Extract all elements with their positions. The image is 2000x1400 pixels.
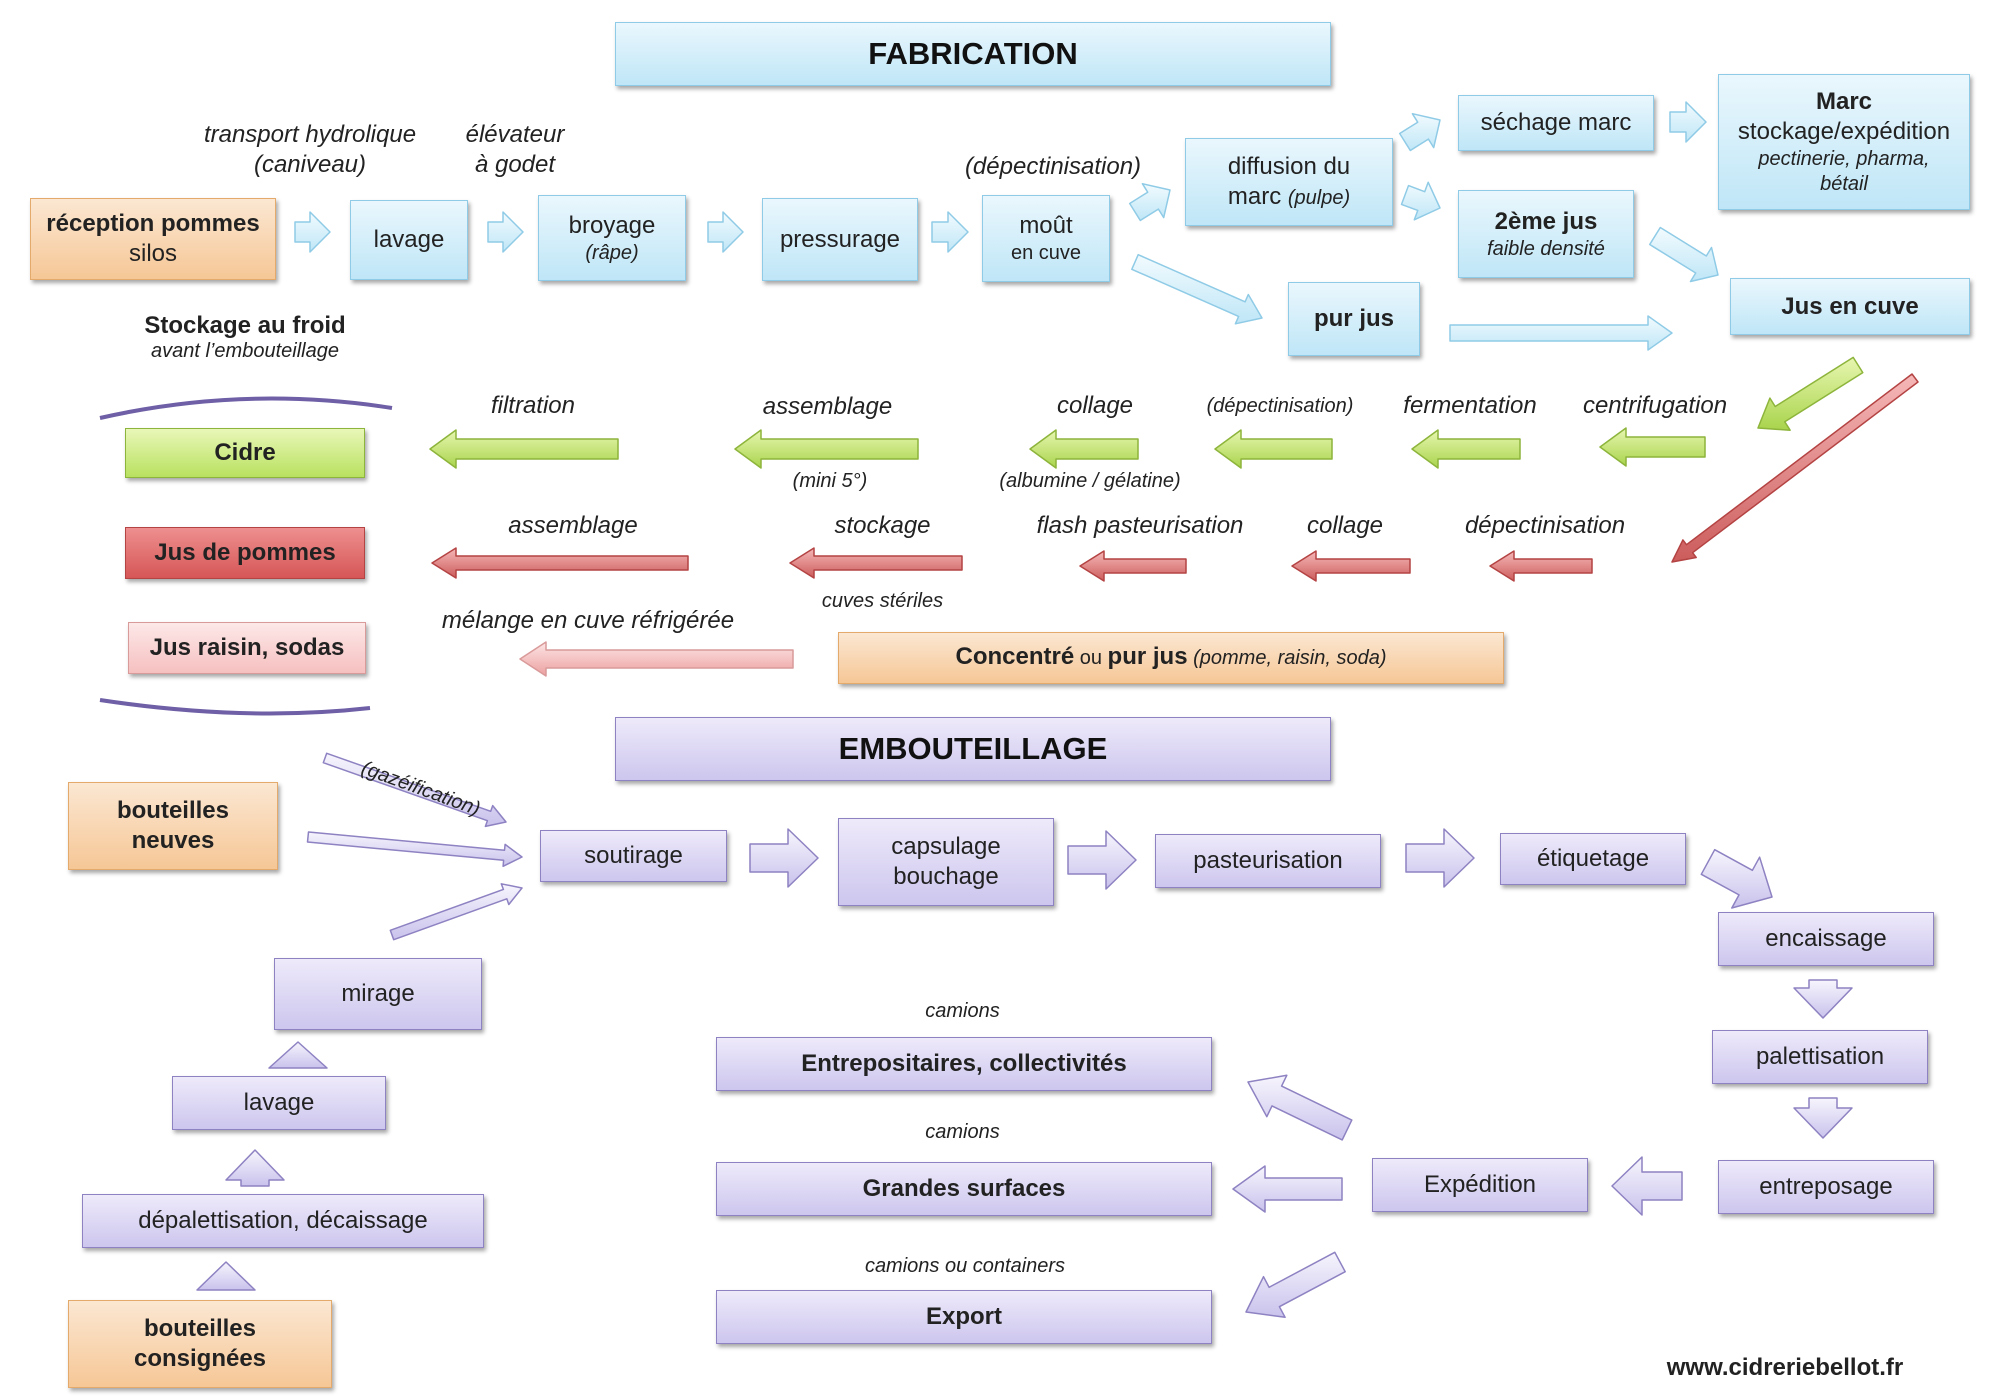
arrow-assemblage-jus <box>431 547 689 579</box>
box-bouteilles-consignees: bouteilles consignées <box>68 1300 332 1388</box>
box-broyage: broyage (râpe) <box>538 195 686 281</box>
box-expedition: Expédition <box>1372 1158 1588 1212</box>
label-camions-2: camions <box>925 1121 1000 1143</box>
label-collage-cidre: collage <box>1056 392 1134 419</box>
box-palettisation: palettisation <box>1712 1030 1928 1084</box>
box-etiquetage: étiquetage <box>1500 833 1686 885</box>
arrow-lavage-to-mirage <box>268 1041 328 1069</box>
arrow-fermentation <box>1411 429 1521 469</box>
label-centrifugation: centrifugation <box>1582 392 1728 419</box>
arrow-diffusion-to-deuxieme-jus <box>1400 181 1441 221</box>
arrow-bouteilles-neuves-to-soutirage <box>306 831 523 868</box>
arrow-deuxieme-jus-to-jus-en-cuve <box>1648 226 1719 283</box>
arrow-stockage-jus <box>789 547 963 579</box>
arrow-flash-pasteurisation <box>1079 550 1187 582</box>
arrow-capsulage-to-pasteurisation <box>1067 830 1137 890</box>
label-depectinisation-top: (dépectinisation) <box>964 153 1142 180</box>
arrow-consignees-to-depalettisation <box>196 1261 256 1291</box>
box-bouteilles-neuves: bouteilles neuves <box>68 782 278 870</box>
label-assemblage-cidre: assemblage <box>762 393 893 420</box>
label-fermentation: fermentation <box>1403 392 1537 419</box>
box-depalettisation: dépalettisation, décaissage <box>82 1194 484 1248</box>
arrow-collage-cidre <box>1029 429 1139 469</box>
arrow-soutirage-to-capsulage <box>749 828 819 888</box>
box-jus-en-cuve: Jus en cuve <box>1730 278 1970 335</box>
box-soutirage: soutirage <box>540 830 727 882</box>
box-lavage-bouteilles: lavage <box>172 1076 386 1130</box>
arrow-diffusion-to-sechage <box>1398 112 1441 152</box>
label-melange-cuve: mélange en cuve réfrigérée <box>441 607 735 634</box>
website-url: www.cidreriebellot.fr <box>1666 1354 1904 1381</box>
box-sechage-marc: séchage marc <box>1458 95 1654 151</box>
arrow-assemblage-cidre <box>734 429 919 469</box>
arrow-jus-en-cuve-to-jus-line <box>1671 373 1919 563</box>
arrow-expedition-to-entrepositaires <box>1247 1074 1353 1141</box>
arrow-filtration <box>429 429 619 469</box>
box-jus-raisin-sodas: Jus raisin, sodas <box>128 622 366 674</box>
label-elevateur: élévateur à godet <box>465 121 565 178</box>
box-pasteurisation: pasteurisation <box>1155 834 1381 888</box>
arrow-pasteurisation-to-etiquetage <box>1405 828 1475 888</box>
label-flash-pasteurisation: flash pasteurisation <box>1036 512 1244 539</box>
label-transport-hydrolique: transport hydrolique (caniveau) <box>203 121 417 178</box>
arrow-etiquetage-to-encaissage <box>1700 848 1773 909</box>
arrow-entreposage-to-expedition <box>1611 1156 1683 1216</box>
label-cuves-steriles: cuves stériles <box>821 590 944 612</box>
box-export: Export <box>716 1290 1212 1344</box>
arrow-expedition-to-export <box>1245 1251 1346 1319</box>
label-depectinisation-cidre: (dépectinisation) <box>1206 395 1354 417</box>
box-entreposage: entreposage <box>1718 1160 1934 1214</box>
arrow-melange <box>519 641 794 677</box>
label-filtration: filtration <box>490 392 576 419</box>
box-jus-de-pommes: Jus de pommes <box>125 527 365 579</box>
box-marc: Marc stockage/expédition pectinerie, pha… <box>1718 74 1970 210</box>
box-cidre: Cidre <box>125 428 365 478</box>
arrow-pur-jus-to-jus-en-cuve <box>1449 315 1673 351</box>
arrow-broyage-to-pressurage <box>707 211 744 253</box>
bracket-bottom <box>99 698 371 716</box>
stockage-title: Stockage au froid avant l’embouteillage <box>144 312 346 362</box>
box-grandes-surfaces: Grandes surfaces <box>716 1162 1212 1216</box>
arrow-encaissage-to-palettisation <box>1793 979 1853 1019</box>
arrow-depectinisation-jus <box>1489 550 1593 582</box>
arrow-palettisation-to-entreposage <box>1793 1097 1853 1139</box>
bracket-top <box>99 396 393 420</box>
arrow-mout-to-diffusion <box>1128 182 1171 222</box>
arrow-expedition-to-grandes-surfaces <box>1232 1165 1343 1213</box>
box-pressurage: pressurage <box>762 198 918 281</box>
label-stockage-jus: stockage <box>834 512 931 539</box>
arrow-centrifugation <box>1599 427 1706 467</box>
arrow-sechage-to-marc <box>1669 101 1707 143</box>
arrow-depalettisation-to-lavage <box>225 1149 285 1187</box>
label-albumine-gelatine: (albumine / gélatine) <box>999 470 1181 492</box>
box-mirage: mirage <box>274 958 482 1030</box>
arrow-pressurage-to-mout <box>931 211 969 253</box>
box-deuxieme-jus: 2ème jus faible densité <box>1458 190 1634 278</box>
label-assemblage-jus: assemblage <box>508 512 638 539</box>
label-camions-containers: camions ou containers <box>864 1255 1066 1277</box>
arrow-mirage-to-soutirage <box>389 883 523 941</box>
box-mout: moût en cuve <box>982 195 1110 282</box>
arrow-lavage-to-broyage <box>487 211 524 253</box>
arrow-collage-jus <box>1291 550 1411 582</box>
arrow-reception-to-lavage <box>294 211 331 253</box>
box-capsulage-bouchage: capsulage bouchage <box>838 818 1054 906</box>
box-reception-pommes: réception pommes silos <box>30 198 276 280</box>
label-depectinisation-jus: dépectinisation <box>1464 512 1626 539</box>
embouteillage-title: EMBOUTEILLAGE <box>615 717 1331 781</box>
arrow-depectinisation-cidre <box>1214 429 1333 469</box>
label-camions-1: camions <box>925 1000 1000 1022</box>
label-mini-5: (mini 5°) <box>792 470 868 492</box>
fabrication-title: FABRICATION <box>615 22 1331 86</box>
box-encaissage: encaissage <box>1718 912 1934 966</box>
arrow-gazeification <box>322 752 507 828</box>
arrow-jus-en-cuve-to-cidre-line <box>1757 356 1864 431</box>
box-entrepositaires: Entrepositaires, collectivités <box>716 1037 1212 1091</box>
box-diffusion-marc: diffusion du marc (pulpe) <box>1185 138 1393 226</box>
box-lavage: lavage <box>350 200 468 280</box>
label-collage-jus: collage <box>1306 512 1384 539</box>
box-concentre-pur-jus: Concentré ou pur jus (pomme, raisin, sod… <box>838 632 1504 684</box>
arrow-mout-to-pur-jus <box>1131 253 1263 325</box>
box-pur-jus: pur jus <box>1288 282 1420 356</box>
